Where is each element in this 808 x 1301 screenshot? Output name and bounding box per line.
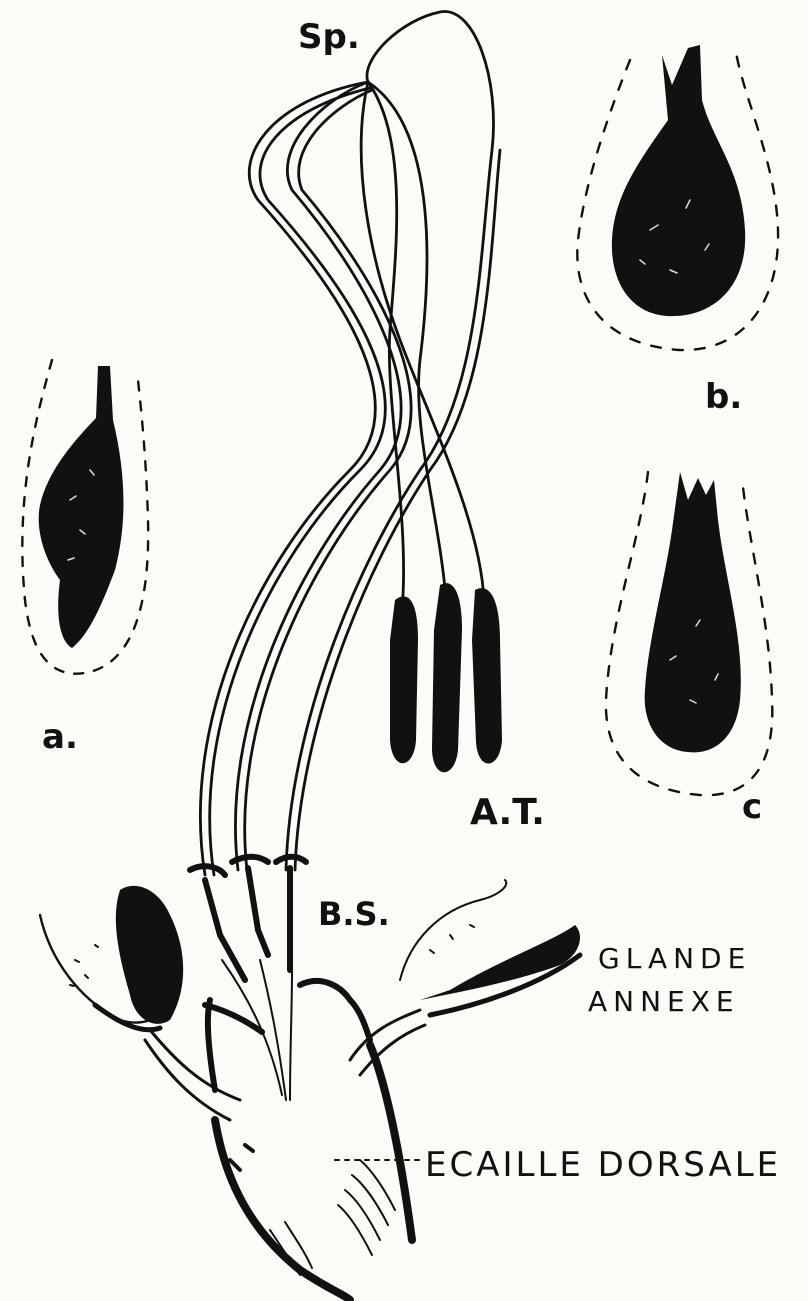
label-c: c xyxy=(742,790,762,824)
label-glande: GLANDE xyxy=(598,945,751,973)
label-ecaille-dorsale: ECAILLE DORSALE xyxy=(425,1148,781,1182)
figure-a-spermatozoid-head xyxy=(22,360,148,674)
figure-c-spermatozoid-head xyxy=(606,472,772,795)
terminal-tails xyxy=(390,583,502,772)
basal-segments xyxy=(190,857,306,980)
label-bs: B.S. xyxy=(318,898,390,930)
label-at: A.T. xyxy=(470,795,545,831)
label-sp: Sp. xyxy=(298,20,360,54)
label-b: b. xyxy=(705,380,742,414)
figure-b-spermatozoid-head xyxy=(577,45,778,350)
label-a: a. xyxy=(42,720,78,754)
label-annexe: ANNEXE xyxy=(588,988,740,1016)
